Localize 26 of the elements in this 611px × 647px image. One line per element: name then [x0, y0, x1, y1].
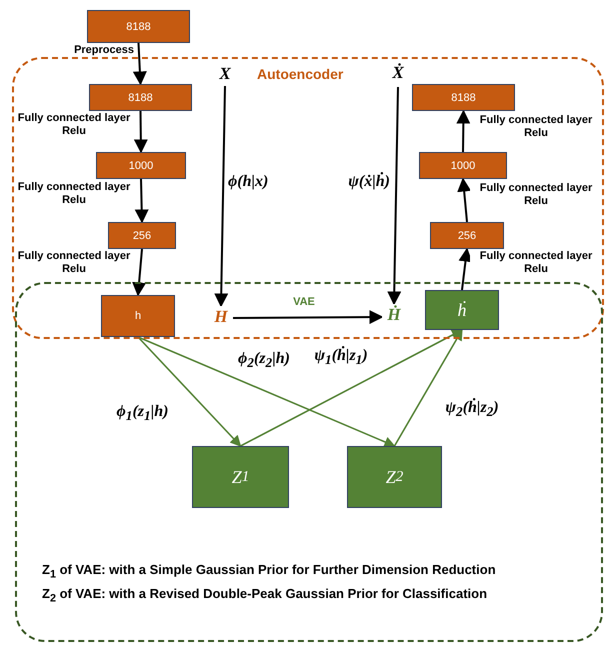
arrow: [240, 329, 463, 447]
arrow: [394, 329, 463, 446]
region-title: Autoencoder: [257, 66, 344, 82]
note-text: Z$_{1}$ of VAE: with a Simple Gaussian Prior for Further Dimension Reduction: [42, 562, 496, 581]
note-text: Z$_{2}$ of VAE: with a Revised Double-Peak Gaussian Prior for Classification: [42, 586, 488, 605]
arrow: [458, 248, 472, 290]
layer-box: 256: [430, 222, 504, 249]
arrow: [456, 110, 470, 152]
arrow: [132, 248, 146, 296]
layer-box: 8188: [89, 84, 192, 111]
layer-box: h: [101, 295, 175, 337]
latent-box: ḣ: [425, 290, 499, 330]
arrow: [387, 86, 402, 306]
arrow: [233, 310, 384, 324]
layer-box: 8188: [412, 84, 515, 111]
arrow: [134, 178, 149, 224]
arrow: [137, 336, 242, 447]
layer-box: 1000: [96, 152, 186, 179]
arrow: [132, 42, 147, 86]
arrow: [138, 336, 396, 448]
arrow: [214, 86, 228, 308]
layer-box: 8188: [87, 10, 190, 43]
layer-box: 1000: [419, 152, 507, 179]
arrow: [134, 110, 148, 154]
layer-box: 256: [108, 222, 176, 249]
arrow: [457, 178, 472, 222]
